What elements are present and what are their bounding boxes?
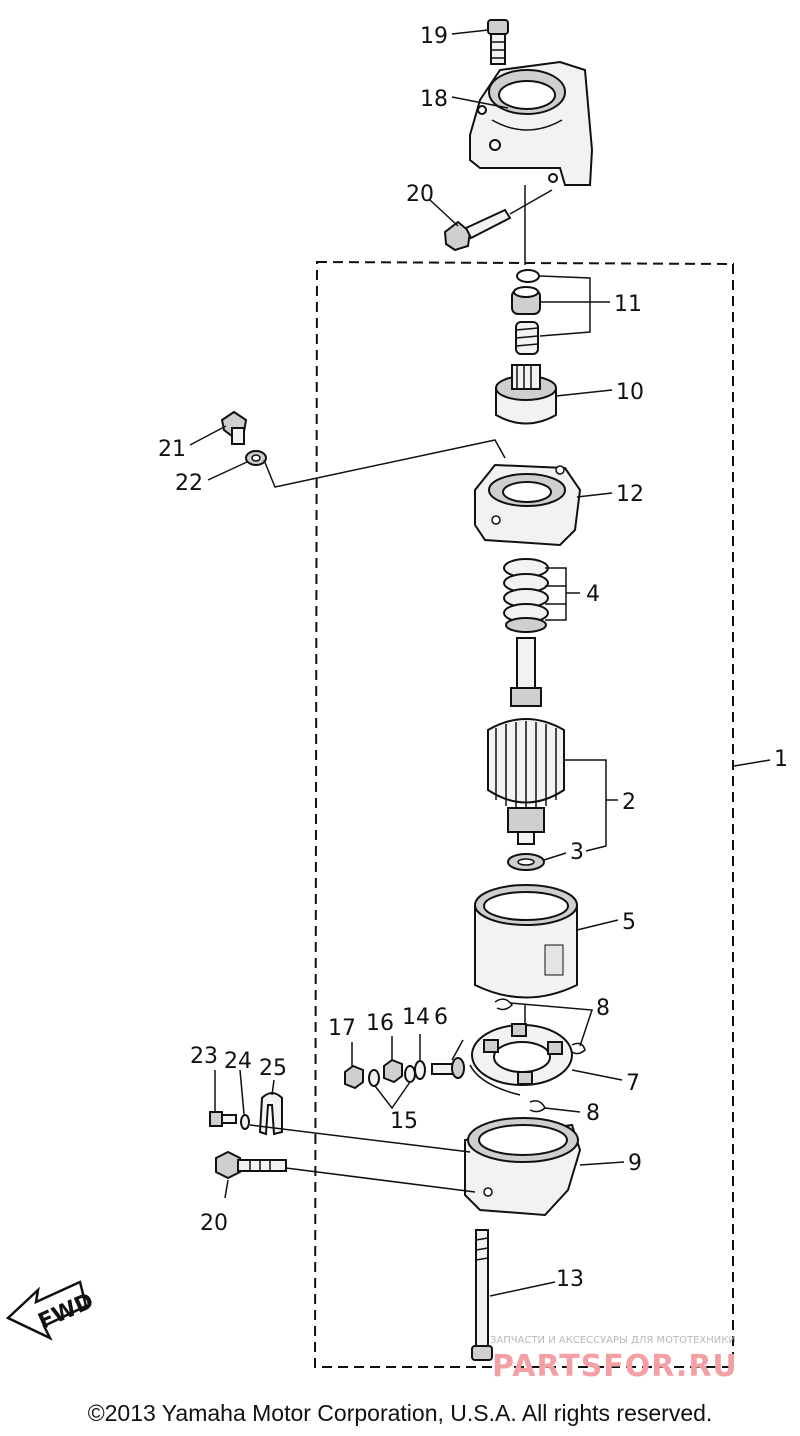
label-9: 9 bbox=[628, 1151, 642, 1176]
label-5: 5 bbox=[622, 910, 636, 935]
end-cover-12 bbox=[474, 463, 582, 547]
label-19: 19 bbox=[420, 24, 448, 49]
leader-20-to-9 bbox=[285, 1167, 476, 1193]
label-18: 18 bbox=[420, 87, 448, 112]
washer-3 bbox=[507, 853, 545, 871]
label-11: 11 bbox=[614, 292, 642, 317]
label-6: 6 bbox=[434, 1005, 448, 1030]
pinion-gear-10 bbox=[495, 364, 557, 425]
washer-14 bbox=[414, 1060, 426, 1080]
spring-set-11 bbox=[511, 269, 541, 355]
label-21: 21 bbox=[158, 437, 186, 462]
washer-24 bbox=[240, 1114, 250, 1130]
label-3: 3 bbox=[570, 840, 584, 865]
watermark: ЗАПЧАСТИ И АКСЕССУАРЫ ДЛЯ МОТОТЕХНИКИ PA… bbox=[490, 1335, 738, 1384]
screw-23 bbox=[209, 1111, 237, 1127]
watermark-brand: PARTSFOR.RU bbox=[492, 1349, 738, 1384]
label-12: 12 bbox=[616, 482, 644, 507]
bolt-21 bbox=[220, 410, 248, 445]
label-25: 25 bbox=[259, 1056, 287, 1081]
through-bolt-13 bbox=[471, 1229, 493, 1361]
nut-17 bbox=[344, 1064, 364, 1090]
assembly-boundary bbox=[313, 260, 734, 1368]
label-8-lower: 8 bbox=[586, 1101, 600, 1126]
label-16: 16 bbox=[366, 1011, 394, 1036]
armature-2 bbox=[487, 637, 565, 845]
spring-stack-4 bbox=[503, 558, 549, 633]
fwd-arrow-icon: FWD bbox=[5, 1280, 97, 1341]
label-23: 23 bbox=[190, 1044, 218, 1069]
label-7: 7 bbox=[626, 1071, 640, 1096]
label-17: 17 bbox=[328, 1016, 356, 1041]
copyright-notice: ©2013 Yamaha Motor Corporation, U.S.A. A… bbox=[87, 1400, 713, 1426]
leader-24-to-9 bbox=[249, 1124, 471, 1153]
leader-22-to-12 bbox=[263, 439, 506, 488]
washer-22 bbox=[245, 450, 267, 466]
label-10: 10 bbox=[616, 380, 644, 405]
label-24: 24 bbox=[224, 1049, 252, 1074]
label-1: 1 bbox=[774, 747, 788, 772]
part-labels: 19 18 20 11 10 21 22 12 4 1 2 3 5 8 17 1… bbox=[158, 24, 788, 1292]
label-20-lower: 20 bbox=[200, 1211, 228, 1236]
watermark-caption: ЗАПЧАСТИ И АКСЕССУАРЫ ДЛЯ МОТОТЕХНИКИ bbox=[490, 1335, 736, 1346]
nut-16 bbox=[383, 1058, 403, 1084]
label-13: 13 bbox=[556, 1267, 584, 1292]
bolt-20-upper bbox=[443, 189, 553, 252]
terminal-bolt-6 bbox=[431, 1057, 465, 1079]
label-14: 14 bbox=[402, 1005, 430, 1030]
label-2: 2 bbox=[622, 790, 636, 815]
brush-holder-7 bbox=[469, 1023, 573, 1096]
front-bracket-9 bbox=[464, 1117, 582, 1217]
label-22: 22 bbox=[175, 471, 203, 496]
bolt-20-lower bbox=[215, 1150, 287, 1180]
bolt-19 bbox=[487, 19, 509, 65]
yoke-5 bbox=[474, 884, 578, 999]
label-8-upper: 8 bbox=[596, 996, 610, 1021]
bracket-18 bbox=[469, 60, 594, 186]
brush-clip-8-upper bbox=[494, 998, 586, 1055]
label-15: 15 bbox=[390, 1109, 418, 1134]
label-4: 4 bbox=[586, 582, 600, 607]
label-20-upper: 20 bbox=[406, 182, 434, 207]
clamp-25 bbox=[258, 1092, 283, 1136]
brush-clip-8-lower bbox=[529, 1100, 546, 1113]
leader-lines bbox=[189, 29, 771, 1297]
